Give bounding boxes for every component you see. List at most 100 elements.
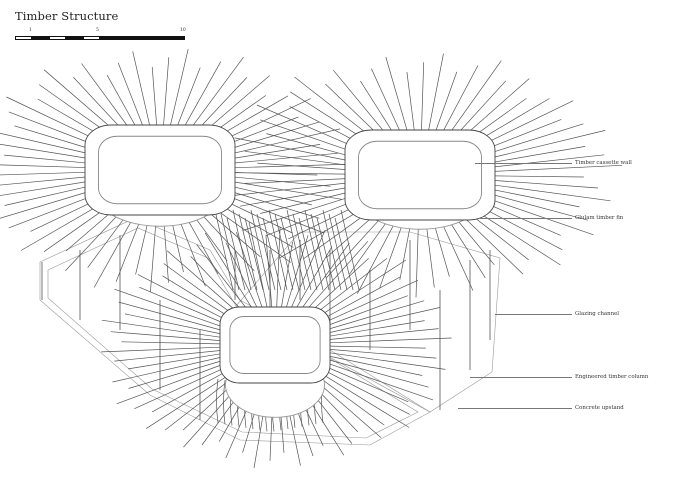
glulam-fin xyxy=(183,212,219,275)
glulam-fin xyxy=(320,279,419,325)
glulam-fin xyxy=(183,61,222,128)
glulam-fin xyxy=(0,132,93,155)
roof-rib xyxy=(244,217,264,291)
glulam-fin xyxy=(227,185,312,206)
glulam-fin xyxy=(229,144,321,160)
glulam-fin xyxy=(428,53,444,130)
leader-line xyxy=(480,218,572,219)
glulam-fin xyxy=(14,125,96,151)
scale-segment xyxy=(83,36,100,40)
glulam-fin xyxy=(285,235,309,308)
glulam-fin xyxy=(229,180,342,200)
roof-rib xyxy=(268,209,288,291)
glulam-fin xyxy=(294,76,375,140)
roof-rib xyxy=(232,209,252,291)
glulam-fin xyxy=(4,154,90,164)
glulam-fin xyxy=(177,67,201,126)
glulam-fin xyxy=(162,275,235,320)
glulam-fin xyxy=(0,189,96,219)
glulam-fin xyxy=(207,203,292,263)
glulam-fin xyxy=(220,193,325,234)
glulam-fin xyxy=(101,346,221,353)
glulam-fin xyxy=(330,345,426,349)
glulam-fin xyxy=(0,176,90,186)
glulam-fin xyxy=(435,71,458,131)
glulam-fin xyxy=(87,210,130,268)
glulam-fin xyxy=(299,242,350,312)
glulam-fin xyxy=(117,62,144,126)
glulam-fin xyxy=(493,180,599,189)
scale-segment xyxy=(49,36,66,40)
glulam-fin xyxy=(324,361,434,401)
glulam-fin xyxy=(151,66,157,125)
glulam-fin xyxy=(220,182,348,198)
glulam-fin xyxy=(415,220,419,298)
glulam-fin xyxy=(101,319,222,338)
glulam-fin xyxy=(227,128,341,156)
roof-rib xyxy=(292,213,312,291)
scale-segment xyxy=(100,36,185,40)
glulam-fin xyxy=(196,77,248,132)
glulam-fin xyxy=(239,187,349,207)
glulam-fin xyxy=(0,171,89,176)
glulam-fin xyxy=(329,337,452,344)
glulam-fin xyxy=(326,214,385,278)
glulam-fin xyxy=(118,301,224,332)
glulam-fin xyxy=(225,242,259,310)
glulam-fin xyxy=(281,241,293,308)
glulam-fin xyxy=(139,286,229,326)
glulam-fin xyxy=(8,193,100,229)
roof-rib xyxy=(220,213,240,291)
timber-cassette-wall-rings xyxy=(84,124,496,418)
glulam-fin xyxy=(0,143,91,160)
glulam-fin xyxy=(202,75,270,134)
leader-line xyxy=(475,163,572,164)
glulam-fin xyxy=(114,350,221,362)
roof-rib xyxy=(286,209,306,291)
glulam-fin xyxy=(256,104,360,150)
lower-curved-fin xyxy=(216,378,219,424)
glulam-fin xyxy=(112,356,223,383)
glulam-fin xyxy=(453,215,495,266)
glulam-fin xyxy=(176,214,206,287)
glulam-fin xyxy=(114,288,226,329)
glulam-fin xyxy=(406,72,415,130)
cassette-wall-inner xyxy=(98,135,222,205)
label-concrete-upstand: Concrete upstand xyxy=(575,405,624,411)
cassette-wall-inner xyxy=(358,140,482,210)
glulam-fin xyxy=(0,180,91,196)
glulam-fin xyxy=(81,63,130,130)
glulam-fin xyxy=(6,96,103,144)
roof-rib xyxy=(334,217,354,291)
leader-line xyxy=(495,314,572,315)
glulam-fin xyxy=(163,57,170,125)
glulam-fin xyxy=(333,69,387,135)
roof-rib xyxy=(340,209,360,291)
glulam-fin xyxy=(128,353,222,370)
glulam-fin xyxy=(150,215,157,293)
glulam-fin xyxy=(0,164,89,169)
glulam-fin xyxy=(196,208,255,272)
glulam-fin xyxy=(4,184,93,206)
glulam-fin xyxy=(196,244,250,312)
glulam-fin xyxy=(492,184,611,202)
glulam-fin xyxy=(190,56,244,130)
roof-rib xyxy=(316,217,336,291)
glulam-fin xyxy=(217,98,311,144)
glulam-fin xyxy=(490,188,580,208)
glulam-fin xyxy=(290,229,326,309)
glulam-fin xyxy=(321,364,409,403)
scale-tick-5: 5 xyxy=(96,28,99,33)
label-engineered-timber-column: Engineered timber column xyxy=(575,374,649,380)
glulam-fin xyxy=(327,355,423,376)
glulam-fin xyxy=(244,150,348,166)
roof-rib xyxy=(262,217,282,291)
glulam-fin xyxy=(312,372,385,426)
glulam-fin xyxy=(360,80,394,133)
glulam-fin xyxy=(121,341,220,345)
glulam-fin xyxy=(439,218,474,291)
leader-line xyxy=(470,377,572,378)
glulam-fin xyxy=(151,368,232,413)
glulam-fin xyxy=(224,121,320,151)
